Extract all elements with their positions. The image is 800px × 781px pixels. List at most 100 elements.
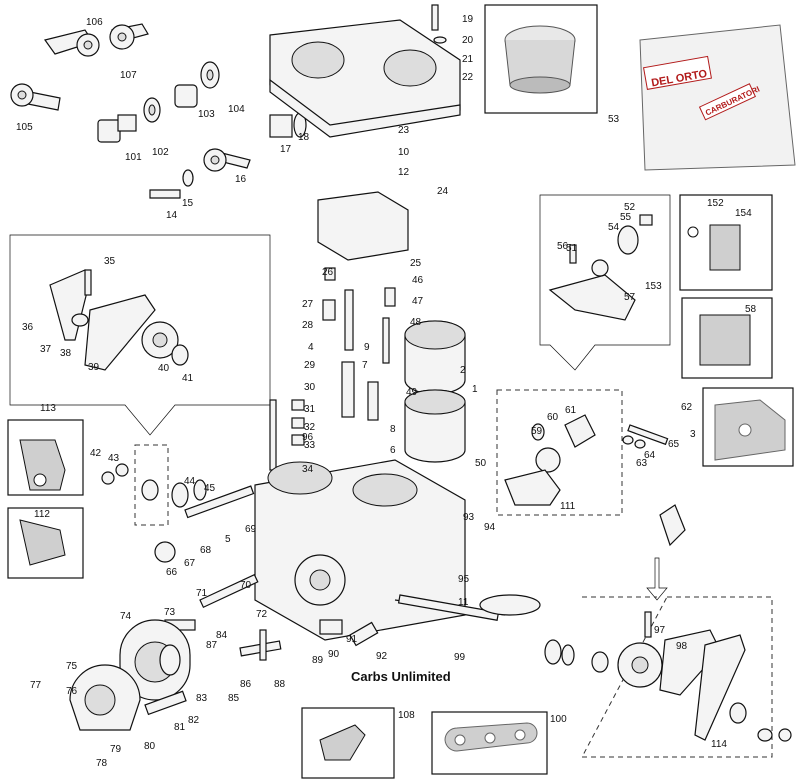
banjo-fittings-group bbox=[10, 23, 307, 199]
bracket-113-photo bbox=[7, 419, 84, 496]
part-label-32: 32 bbox=[304, 422, 316, 433]
part-label-61: 61 bbox=[565, 405, 577, 416]
part-label-106: 106 bbox=[86, 17, 103, 28]
part-152-photo bbox=[679, 194, 773, 291]
part-label-16: 16 bbox=[235, 174, 247, 185]
part-label-19: 19 bbox=[462, 14, 474, 25]
part-label-80: 80 bbox=[144, 741, 156, 752]
bracket-112-photo bbox=[7, 507, 84, 579]
watermark-text: Carbs Unlimited bbox=[351, 669, 451, 684]
part-label-54: 54 bbox=[608, 222, 620, 233]
part-label-21: 21 bbox=[462, 54, 474, 65]
part-label-23: 23 bbox=[398, 125, 410, 136]
part-label-45: 45 bbox=[204, 483, 216, 494]
part-label-100: 100 bbox=[550, 714, 567, 725]
part-number-labels: 1061071051041031021011617181920212223101… bbox=[16, 14, 757, 769]
part-label-98: 98 bbox=[676, 641, 688, 652]
part-label-50: 50 bbox=[475, 458, 487, 469]
part-label-65: 65 bbox=[668, 439, 680, 450]
part-label-35: 35 bbox=[104, 256, 116, 267]
part-label-10: 10 bbox=[398, 147, 410, 158]
part-label-8: 8 bbox=[390, 424, 396, 435]
part-label-75: 75 bbox=[66, 661, 78, 672]
part-label-107: 107 bbox=[120, 70, 137, 81]
part-label-34: 34 bbox=[302, 464, 314, 475]
part-label-59: 59 bbox=[531, 426, 543, 437]
part-label-49: 49 bbox=[406, 387, 418, 398]
part-label-78: 78 bbox=[96, 758, 108, 769]
part-label-5: 5 bbox=[225, 534, 231, 545]
part-label-14: 14 bbox=[166, 210, 178, 221]
part-label-26: 26 bbox=[322, 267, 334, 278]
part-label-55: 55 bbox=[620, 212, 632, 223]
part-label-71: 71 bbox=[196, 588, 208, 599]
part-label-113: 113 bbox=[40, 403, 56, 414]
part-label-102: 102 bbox=[152, 147, 169, 158]
part-label-58: 58 bbox=[745, 304, 757, 315]
carburetor-main-body bbox=[254, 459, 541, 641]
part-label-28: 28 bbox=[302, 320, 314, 331]
part-label-53: 53 bbox=[608, 114, 620, 125]
part-label-40: 40 bbox=[158, 363, 170, 374]
throttle-linkage-left bbox=[69, 485, 379, 731]
part-label-31: 31 bbox=[304, 404, 316, 415]
part-label-105: 105 bbox=[16, 122, 33, 133]
part-label-79: 79 bbox=[110, 744, 122, 755]
part-label-64: 64 bbox=[644, 450, 656, 461]
part-label-69: 69 bbox=[245, 524, 257, 535]
part-label-92: 92 bbox=[376, 651, 388, 662]
washers-44-45 bbox=[101, 463, 575, 666]
part-label-36: 36 bbox=[22, 322, 34, 333]
part-label-24: 24 bbox=[437, 186, 449, 197]
part-label-99: 99 bbox=[454, 652, 466, 663]
part-label-86: 86 bbox=[240, 679, 252, 690]
dellorto-parts-bag: DEL ORTO CARBURATORI bbox=[639, 24, 796, 171]
link-108-photo bbox=[431, 711, 548, 775]
part-label-43: 43 bbox=[108, 453, 120, 464]
part-154-photo bbox=[681, 297, 773, 379]
part-label-85: 85 bbox=[228, 693, 240, 704]
part-label-47: 47 bbox=[412, 296, 424, 307]
part-label-114: 114 bbox=[711, 739, 727, 750]
part-label-81: 81 bbox=[174, 722, 186, 733]
part-label-3: 3 bbox=[690, 429, 696, 440]
part-label-63: 63 bbox=[636, 458, 648, 469]
part-label-70: 70 bbox=[240, 580, 252, 591]
part-label-41: 41 bbox=[182, 373, 194, 384]
part-label-38: 38 bbox=[60, 348, 72, 359]
part-label-2: 2 bbox=[460, 365, 466, 376]
part-label-29: 29 bbox=[304, 360, 316, 371]
part-label-82: 82 bbox=[188, 715, 200, 726]
left-linkage-detail bbox=[9, 234, 271, 436]
part-label-30: 30 bbox=[304, 382, 316, 393]
part-label-108: 108 bbox=[398, 710, 415, 721]
part-label-42: 42 bbox=[90, 448, 102, 459]
part-label-68: 68 bbox=[200, 545, 212, 556]
part-label-12: 12 bbox=[398, 167, 410, 178]
part-label-20: 20 bbox=[462, 35, 474, 46]
part-label-88: 88 bbox=[274, 679, 286, 690]
part-label-72: 72 bbox=[256, 609, 268, 620]
part-label-57: 57 bbox=[624, 292, 636, 303]
part-label-4: 4 bbox=[308, 342, 314, 353]
right-choke-detail bbox=[539, 194, 671, 371]
part-label-44: 44 bbox=[184, 476, 196, 487]
part-label-101: 101 bbox=[125, 152, 142, 163]
part-label-17: 17 bbox=[280, 144, 292, 155]
part-label-7: 7 bbox=[362, 360, 368, 371]
part-label-22: 22 bbox=[462, 72, 474, 83]
part-label-51: 51 bbox=[566, 243, 578, 254]
part-label-91: 91 bbox=[346, 634, 358, 645]
right-linkage-detail bbox=[581, 504, 773, 758]
part-label-33: 33 bbox=[304, 440, 316, 451]
part-label-83: 83 bbox=[196, 693, 208, 704]
lever-114-photo bbox=[301, 707, 395, 779]
part-label-48: 48 bbox=[410, 317, 422, 328]
part-label-73: 73 bbox=[164, 607, 176, 618]
part-label-11: 11 bbox=[458, 597, 469, 608]
part-label-60: 60 bbox=[547, 412, 559, 423]
part-label-97: 97 bbox=[654, 625, 666, 636]
part-label-104: 104 bbox=[228, 104, 245, 115]
part-label-95: 95 bbox=[458, 574, 470, 585]
dashed-washer-box bbox=[134, 444, 169, 526]
